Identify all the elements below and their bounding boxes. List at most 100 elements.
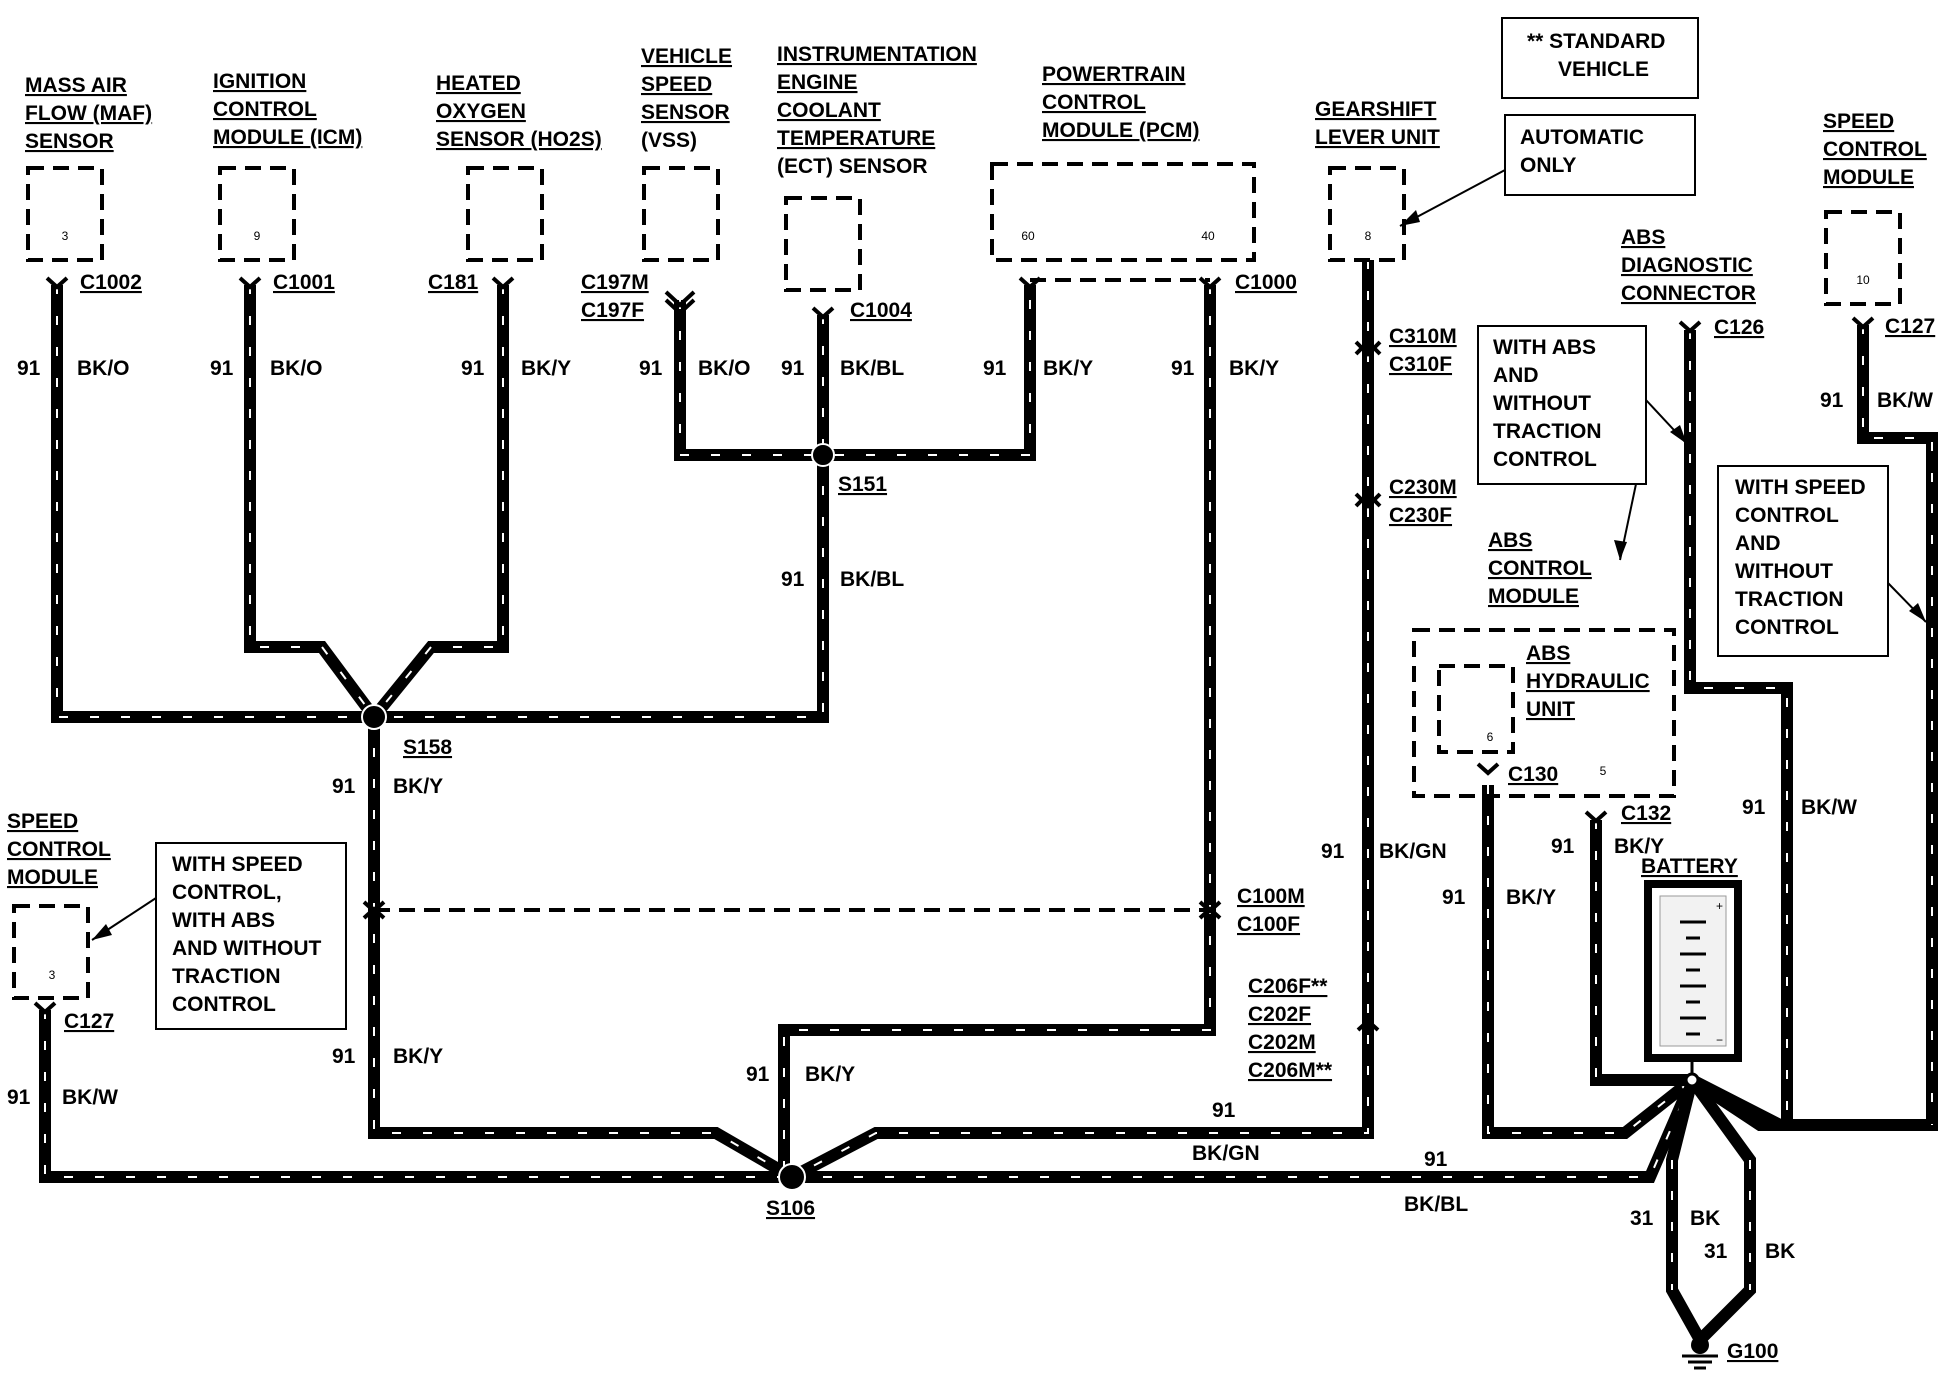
battery-label: BATTERY — [1641, 855, 1738, 878]
gearshift-pin: 8 — [1365, 229, 1372, 243]
scm-right-pin: 10 — [1856, 273, 1870, 287]
connector-c126: C126 — [1714, 316, 1764, 339]
maf-pin: 3 — [62, 229, 69, 243]
wire-maf — [51, 285, 374, 723]
connector-c230f: C230F — [1389, 504, 1452, 527]
color-icm: BK/O — [270, 357, 323, 380]
color-scm-right: BK/W — [1877, 389, 1933, 412]
splice-s151-dot — [811, 443, 835, 467]
ect-connector-box — [784, 196, 862, 292]
circuit-91-ho2s: 91 — [461, 357, 485, 380]
note-boxes: ** STANDARD VEHICLE AUTOMATIC ONLY WITH … — [91, 17, 1927, 1030]
note-standard-line1: ** STANDARD — [1527, 30, 1665, 53]
note-abs-no-tc-box — [1477, 325, 1647, 485]
abs-hu-label-1: ABS — [1526, 642, 1570, 665]
color-bkgn: BK/GN — [1192, 1142, 1260, 1165]
abs-diag-label-2: DIAGNOSTIC — [1621, 254, 1753, 277]
connector-c181: C181 — [428, 271, 479, 294]
connector-c1004: C1004 — [850, 299, 912, 322]
abs-cm-label-3: MODULE — [1488, 585, 1579, 608]
note-speedabs-line3: WITH ABS — [172, 909, 275, 932]
circuit-91-scm-left: 91 — [7, 1086, 31, 1109]
ho2s-label-1: HEATED — [436, 72, 521, 95]
vss-label-3: SENSOR — [641, 101, 730, 124]
connector-c130: C130 — [1508, 763, 1558, 786]
connector-c206f: C206F** — [1248, 975, 1328, 998]
note-speed-line2: CONTROL — [1735, 504, 1839, 527]
note-speedabs-line4: AND WITHOUT — [172, 937, 321, 960]
connector-c310m: C310M — [1389, 325, 1457, 348]
note-speed-no-tc-box — [1717, 465, 1889, 657]
abs-hu-label-2: HYDRAULIC — [1526, 670, 1650, 693]
vss-label-2: SPEED — [641, 73, 712, 96]
ground-g100: G100 — [1727, 1340, 1778, 1363]
color-maf: BK/O — [77, 357, 130, 380]
icm-connector-box — [218, 166, 296, 262]
note-automatic-line2: ONLY — [1520, 154, 1576, 177]
note-abs-line3: WITHOUT — [1493, 392, 1591, 415]
wire-scm-left — [39, 1010, 792, 1183]
note-speedabs-line6: CONTROL — [172, 993, 276, 1016]
connector-c206m: C206M** — [1248, 1059, 1333, 1082]
circuit-91-abs-diag: 91 — [1742, 796, 1766, 819]
connector-c202m: C202M — [1248, 1031, 1316, 1054]
color-vss: BK/O — [698, 357, 751, 380]
connector-c197f: C197F — [581, 299, 644, 322]
circuit-91-s158-low: 91 — [332, 1045, 356, 1068]
gearshift-label-1: GEARSHIFT — [1315, 98, 1437, 121]
wires — [39, 260, 1938, 1345]
connector-c127-right: C127 — [1885, 315, 1935, 338]
note-speedabs-line5: TRACTION — [172, 965, 281, 988]
vss-connector-box — [642, 166, 720, 262]
vss-label-4: (VSS) — [641, 129, 697, 152]
vss-label-1: VEHICLE — [641, 45, 732, 68]
color-pcm-b: BK/Y — [1229, 357, 1279, 380]
scm-left-pin: 3 — [49, 968, 56, 982]
wire-ho2s — [369, 285, 509, 721]
note-speed-line4: WITHOUT — [1735, 560, 1833, 583]
color-abs-hu: BK/Y — [1506, 886, 1556, 909]
pcm-connector-box — [990, 162, 1256, 262]
abs-hu-connector-box — [1437, 664, 1515, 754]
circuit-91-ect: 91 — [781, 357, 805, 380]
splice-s158-dot — [361, 704, 387, 730]
scm-right-label-1: SPEED — [1823, 110, 1894, 133]
ho2s-connector-box — [466, 166, 544, 262]
color-s158: BK/Y — [393, 775, 443, 798]
ho2s-label-2: OXYGEN — [436, 100, 526, 123]
connector-c100f: C100F — [1237, 913, 1300, 936]
note-abs-line2: AND — [1493, 364, 1539, 387]
note-speed-line3: AND — [1735, 532, 1781, 555]
color-s158-low: BK/Y — [393, 1045, 443, 1068]
splice-s158: S158 — [403, 736, 452, 759]
abs-hu-pin: 6 — [1487, 730, 1494, 744]
abs-cm-label-2: CONTROL — [1488, 557, 1592, 580]
scm-right-label-3: MODULE — [1823, 166, 1914, 189]
wire-abs-diag — [1684, 330, 1793, 1131]
circuit-91-abs-cm: 91 — [1551, 835, 1575, 858]
gearshift-label-2: LEVER UNIT — [1315, 126, 1440, 149]
ect-label-3: COOLANT — [777, 99, 881, 122]
scm-left-connector-box — [12, 904, 90, 1000]
splice-s151: S151 — [838, 473, 887, 496]
color-bkbl: BK/BL — [1404, 1193, 1468, 1216]
note-abs-line1: WITH ABS — [1493, 336, 1596, 359]
note-automatic-line1: AUTOMATIC — [1520, 126, 1644, 149]
svg-text:+: + — [1716, 899, 1723, 913]
circuit-91-abs-hu: 91 — [1442, 886, 1466, 909]
wire-color-codes: BK/O BK/O BK/Y BK/O BK/BL BK/Y BK/Y BK/B… — [62, 357, 1933, 1263]
icm-label-1: IGNITION — [213, 70, 306, 93]
circuit-91-vss: 91 — [639, 357, 663, 380]
connector-c202f: C202F — [1248, 1003, 1311, 1026]
color-pcm-low: BK/Y — [805, 1063, 855, 1086]
splice-s106: S106 — [766, 1197, 815, 1220]
circuit-91-scm-right: 91 — [1820, 389, 1844, 412]
circuit-91-bkgn: 91 — [1212, 1099, 1236, 1122]
ect-label-1: INSTRUMENTATION — [777, 43, 977, 66]
icm-label-3: MODULE (ICM) — [213, 126, 362, 149]
pcm-label-2: CONTROL — [1042, 91, 1146, 114]
abs-diag-label-1: ABS — [1621, 226, 1665, 249]
circuit-numbers: 91 91 91 91 91 91 91 91 91 91 91 91 91 9… — [7, 357, 1844, 1263]
splice-s106-dot — [778, 1163, 806, 1191]
color-scm-left: BK/W — [62, 1086, 118, 1109]
